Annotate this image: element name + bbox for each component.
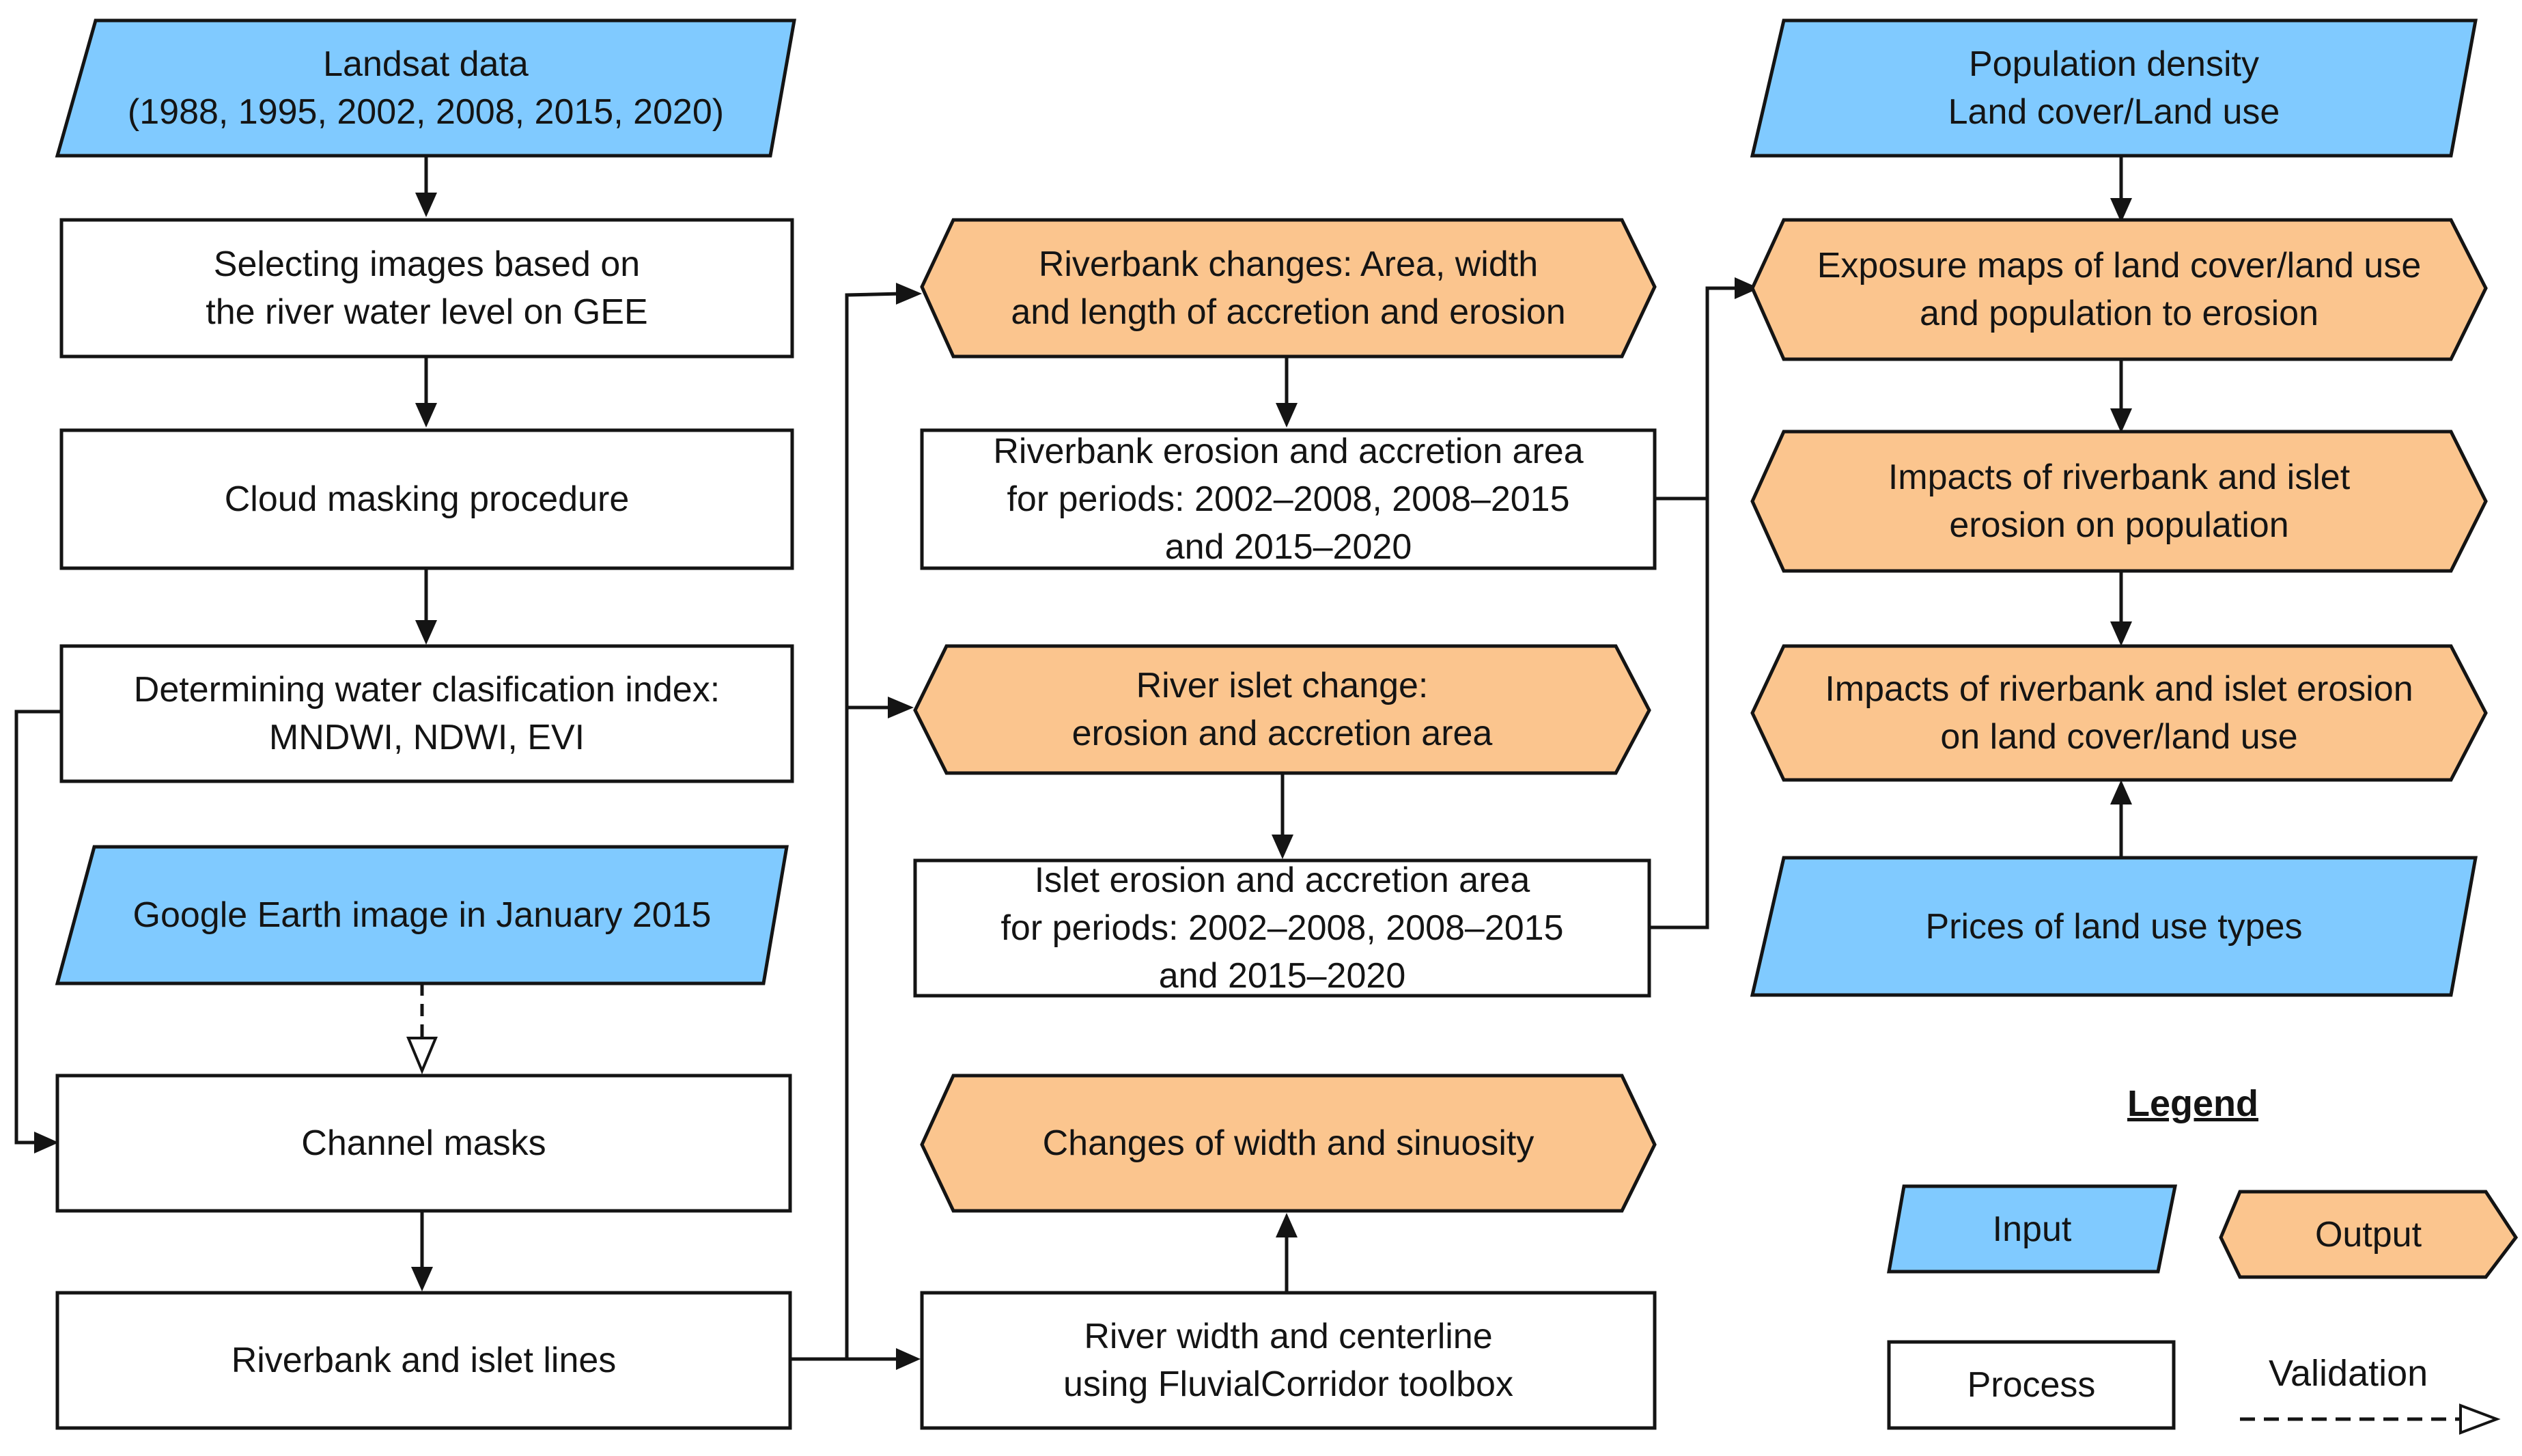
- cloud-label: Cloud masking procedure: [224, 479, 630, 519]
- islet-area-label: Islet erosion and accretion area for per…: [1000, 860, 1564, 996]
- riverbank-lines-label: Riverbank and islet lines: [231, 1341, 617, 1380]
- cloud-shape: [59, 428, 794, 570]
- legend-output-label: Output: [2314, 1214, 2422, 1255]
- population-label: Population density Land cover/Land use: [1948, 44, 2280, 132]
- google-earth-shape: [55, 845, 789, 985]
- arrowhead-islet-area: [1272, 835, 1293, 859]
- width-sinuosity-label: Changes of width and sinuosity: [1042, 1123, 1535, 1163]
- landsat-shape: [55, 18, 796, 158]
- legend-input-shape: [1887, 1184, 2178, 1274]
- google-earth-label: Google Earth image in January 2015: [132, 895, 712, 935]
- arrowhead-exposure-top: [2110, 198, 2132, 223]
- arrowhead-validation-open: [406, 1037, 438, 1075]
- riverbank-area-shape: [920, 428, 1657, 570]
- impacts-landuse-label: Impacts of riverbank and islet erosion o…: [1825, 669, 2413, 757]
- islet-change-shape: [913, 644, 1651, 775]
- prices-label: Prices of land use types: [1925, 906, 2303, 947]
- legend-process-shape: [1887, 1340, 2176, 1430]
- fluvial-label: River width and centerline using Fluvial…: [1063, 1317, 1513, 1404]
- landsat-label: Landsat data (1988, 1995, 2002, 2008, 20…: [127, 44, 725, 132]
- riverbank-changes-label: Riverbank changes: Area, width and lengt…: [1011, 244, 1566, 332]
- arrowhead-channel-masks: [34, 1132, 59, 1153]
- arrowhead-riverbank-lines: [411, 1267, 433, 1291]
- channel-masks-shape: [55, 1074, 792, 1213]
- width-sinuosity-shape: [920, 1074, 1657, 1213]
- edge-water-index-to-channel: [14, 710, 61, 1145]
- prices-shape: [1750, 856, 2478, 997]
- impacts-landuse-shape: [1750, 644, 2488, 782]
- islet-change-label: River islet change: erosion and accretio…: [1071, 666, 1493, 753]
- legend-validation-arrowhead: [2459, 1403, 2501, 1435]
- channel-masks-label: Channel masks: [301, 1123, 546, 1163]
- arrowhead-impacts-landuse: [2110, 621, 2132, 646]
- islet-area-shape: [913, 858, 1651, 998]
- arrowhead-cloud: [415, 403, 437, 428]
- riverbank-changes-shape: [920, 218, 1657, 359]
- arrowhead-impacts-landuse-bottom: [2110, 780, 2132, 804]
- arrowhead-selecting: [415, 193, 437, 217]
- impacts-population-label: Impacts of riverbank and islet erosion o…: [1888, 458, 2351, 545]
- exposure-label: Exposure maps of land cover/land use and…: [1817, 246, 2422, 333]
- arrowhead-water-index: [415, 620, 437, 645]
- selecting-label: Selecting images based on the river wate…: [206, 244, 648, 332]
- arrowhead-exposure: [1735, 277, 1759, 299]
- fluvial-shape: [920, 1291, 1657, 1430]
- edge-riverbank-lines-to-changes: [845, 292, 902, 1359]
- population-shape: [1750, 18, 2478, 158]
- legend-output-shape: [2219, 1190, 2519, 1279]
- arrowhead-fluvial: [896, 1348, 921, 1370]
- legend-input-label: Input: [1992, 1209, 2072, 1249]
- arrowhead-impacts-population: [2110, 408, 2132, 433]
- exposure-shape: [1750, 218, 2488, 361]
- riverbank-lines-shape: [55, 1291, 792, 1430]
- edge-islet-area-to-exposure: [1649, 286, 1740, 929]
- arrowhead-riverbank-area: [1276, 403, 1298, 428]
- impacts-population-shape: [1750, 430, 2488, 573]
- water-index-label: Determining water clasification index: M…: [133, 670, 720, 757]
- selecting-shape: [59, 218, 794, 359]
- legend-title: Legend: [2127, 1083, 2259, 1124]
- legend-validation-label: Validation: [2269, 1353, 2428, 1394]
- water-index-shape: [59, 644, 794, 783]
- arrowhead-riverbank-changes: [896, 283, 922, 305]
- legend-process-label: Process: [1967, 1365, 2096, 1405]
- riverbank-area-label: Riverbank erosion and accretion area for…: [993, 432, 1584, 567]
- arrowhead-width-sinuosity: [1276, 1213, 1298, 1237]
- arrowhead-islet-change: [888, 697, 914, 718]
